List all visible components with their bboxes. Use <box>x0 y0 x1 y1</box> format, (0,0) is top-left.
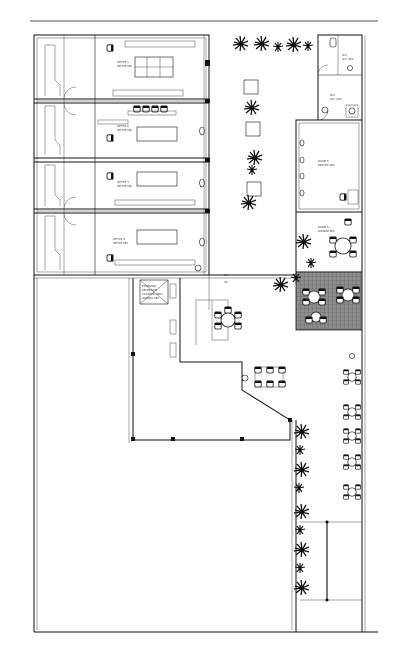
svg-text:OFFICE 1: OFFICE 1 <box>117 60 129 64</box>
entrance-tag: DN UP <box>224 273 228 284</box>
svg-text:WAITING SEC: WAITING SEC <box>142 296 159 300</box>
svg-text:UP: UP <box>224 280 228 284</box>
east-terrace <box>291 353 362 632</box>
svg-text:OFFICE 2: OFFICE 2 <box>117 124 129 128</box>
wc-top-label: W.C. W.C. SEC <box>342 53 354 61</box>
central-garden <box>208 35 314 275</box>
svg-text:OFFICE SEC: OFFICE SEC <box>117 128 132 132</box>
svg-text:ROOM 5: ROOM 5 <box>318 159 329 163</box>
wc-block <box>317 34 363 121</box>
svg-text:LOUNGE SEC: LOUNGE SEC <box>318 229 335 233</box>
svg-text:OFFICE 3: OFFICE 3 <box>117 180 129 184</box>
reception-label: ENTRANCE RECEPTION COUNTER AREA WAITING … <box>142 284 163 300</box>
svg-text:SERVICE SEC: SERVICE SEC <box>318 163 335 167</box>
svg-text:DN: DN <box>224 273 228 277</box>
office-1-label: OFFICE 1 OFFICE SEC <box>117 60 132 68</box>
service-room-label: ROOM 5 SERVICE SEC <box>318 159 335 167</box>
svg-text:OFFICE SEC: OFFICE SEC <box>113 241 128 245</box>
cafe-seating <box>241 366 287 388</box>
svg-text:W.C. SEC: W.C. SEC <box>342 57 354 61</box>
office-4-label: OFFICE 4 OFFICE SEC <box>113 237 128 245</box>
lounge-room <box>295 211 363 273</box>
svg-text:OFFICE SEC: OFFICE SEC <box>117 184 132 188</box>
svg-text:OFFICE SEC: OFFICE SEC <box>117 64 132 68</box>
office-3-label: OFFICE 3 OFFICE SEC <box>117 180 132 188</box>
lounge-label: ROOM 6 LOUNGE SEC <box>318 225 335 233</box>
paved-patio <box>272 271 363 331</box>
outer-walls <box>33 35 378 633</box>
svg-text:ROOM 6: ROOM 6 <box>318 225 329 229</box>
svg-text:W.C.: W.C. <box>330 93 336 97</box>
svg-text:W.C.: W.C. <box>342 53 348 57</box>
svg-text:COUNTER AREA: COUNTER AREA <box>142 292 163 296</box>
office-2-label: OFFICE 2 OFFICE SEC <box>117 124 132 132</box>
svg-text:RECEPTION: RECEPTION <box>142 288 157 292</box>
svg-text:W.C. SEC: W.C. SEC <box>330 97 342 101</box>
svg-text:OFFICE 4: OFFICE 4 <box>113 237 125 241</box>
reception-area <box>128 275 292 443</box>
wc-mid-label: W.C. W.C. SEC <box>330 93 342 101</box>
svg-text:ENTRANCE: ENTRANCE <box>142 284 156 288</box>
